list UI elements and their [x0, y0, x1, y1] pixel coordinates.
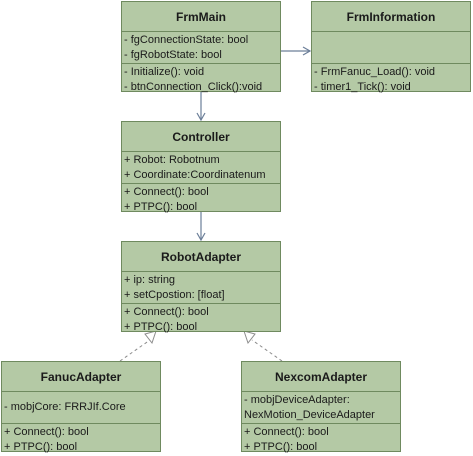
class-frmmain-methods: - Initialize(): void - btnConnection_Cli…: [122, 63, 280, 96]
method: + PTPC(): bool: [124, 321, 198, 333]
attribute: - mobjDeviceAdapter: NexMotion_DeviceAda…: [244, 394, 375, 421]
class-frmmain-attributes: - fgConnectionState: bool - fgRobotState…: [122, 32, 280, 63]
method: + Connect(): bool: [124, 306, 209, 318]
class-frminformation-title: FrmInformation: [312, 2, 470, 32]
realization-nexcom-robotadapter: [251, 339, 283, 362]
attribute: - mobjCore: FRRJIf.Core: [4, 401, 126, 413]
class-robotadapter-title: RobotAdapter: [122, 242, 280, 272]
method: - timer1_Tick(): void: [314, 81, 411, 93]
attribute: + Robot: Robotnum: [124, 154, 220, 166]
class-frminformation-methods: - FrmFanuc_Load(): void - timer1_Tick():…: [312, 63, 470, 96]
realization-fanuc-robotadapter: [119, 339, 151, 362]
attribute: - fgRobotState: bool: [124, 49, 222, 61]
method: + PTPC(): bool: [4, 441, 78, 453]
class-frmmain[interactable]: FrmMain - fgConnectionState: bool - fgRo…: [121, 1, 281, 93]
attribute: + setCpostion: [float]: [124, 289, 225, 301]
class-fanucadapter-attributes: - mobjCore: FRRJIf.Core: [2, 392, 160, 423]
class-robotadapter[interactable]: RobotAdapter + ip: string + setCpostion:…: [121, 241, 281, 333]
realization-fanuc-arrowhead: [144, 330, 157, 345]
class-robotadapter-attributes: + ip: string + setCpostion: [float]: [122, 272, 280, 303]
method: + PTPC(): bool: [244, 441, 318, 453]
attribute: + Coordinate:Coordinatenum: [124, 169, 266, 181]
class-nexcomadapter-title: NexcomAdapter: [242, 362, 400, 392]
method: + PTPC(): bool: [124, 201, 198, 213]
method: - Initialize(): void: [124, 66, 205, 78]
method: + Connect(): bool: [244, 426, 329, 438]
class-fanucadapter[interactable]: FanucAdapter - mobjCore: FRRJIf.Core + C…: [1, 361, 161, 453]
realization-nexcom-arrowhead: [243, 330, 256, 345]
class-controller[interactable]: Controller + Robot: Robotnum + Coordinat…: [121, 121, 281, 213]
class-robotadapter-methods: + Connect(): bool + PTPC(): bool: [122, 303, 280, 336]
method: - FrmFanuc_Load(): void: [314, 66, 436, 78]
method: - btnConnection_Click():void: [124, 81, 263, 93]
class-frminformation-attributes: [312, 32, 470, 63]
attribute: - fgConnectionState: bool: [124, 34, 249, 46]
class-controller-methods: + Connect(): bool + PTPC(): bool: [122, 183, 280, 216]
class-nexcomadapter-methods: + Connect(): bool + PTPC(): bool: [242, 423, 400, 456]
class-controller-attributes: + Robot: Robotnum + Coordinate:Coordinat…: [122, 152, 280, 183]
class-nexcomadapter-attributes: - mobjDeviceAdapter: NexMotion_DeviceAda…: [242, 392, 400, 423]
method: + Connect(): bool: [4, 426, 89, 438]
class-frminformation[interactable]: FrmInformation - FrmFanuc_Load(): void -…: [311, 1, 471, 93]
class-frmmain-title: FrmMain: [122, 2, 280, 32]
class-controller-title: Controller: [122, 122, 280, 152]
class-fanucadapter-methods: + Connect(): bool + PTPC(): bool: [2, 423, 160, 456]
attribute: + ip: string: [124, 274, 176, 286]
method: + Connect(): bool: [124, 186, 209, 198]
class-fanucadapter-title: FanucAdapter: [2, 362, 160, 392]
class-nexcomadapter[interactable]: NexcomAdapter - mobjDeviceAdapter: NexMo…: [241, 361, 401, 453]
